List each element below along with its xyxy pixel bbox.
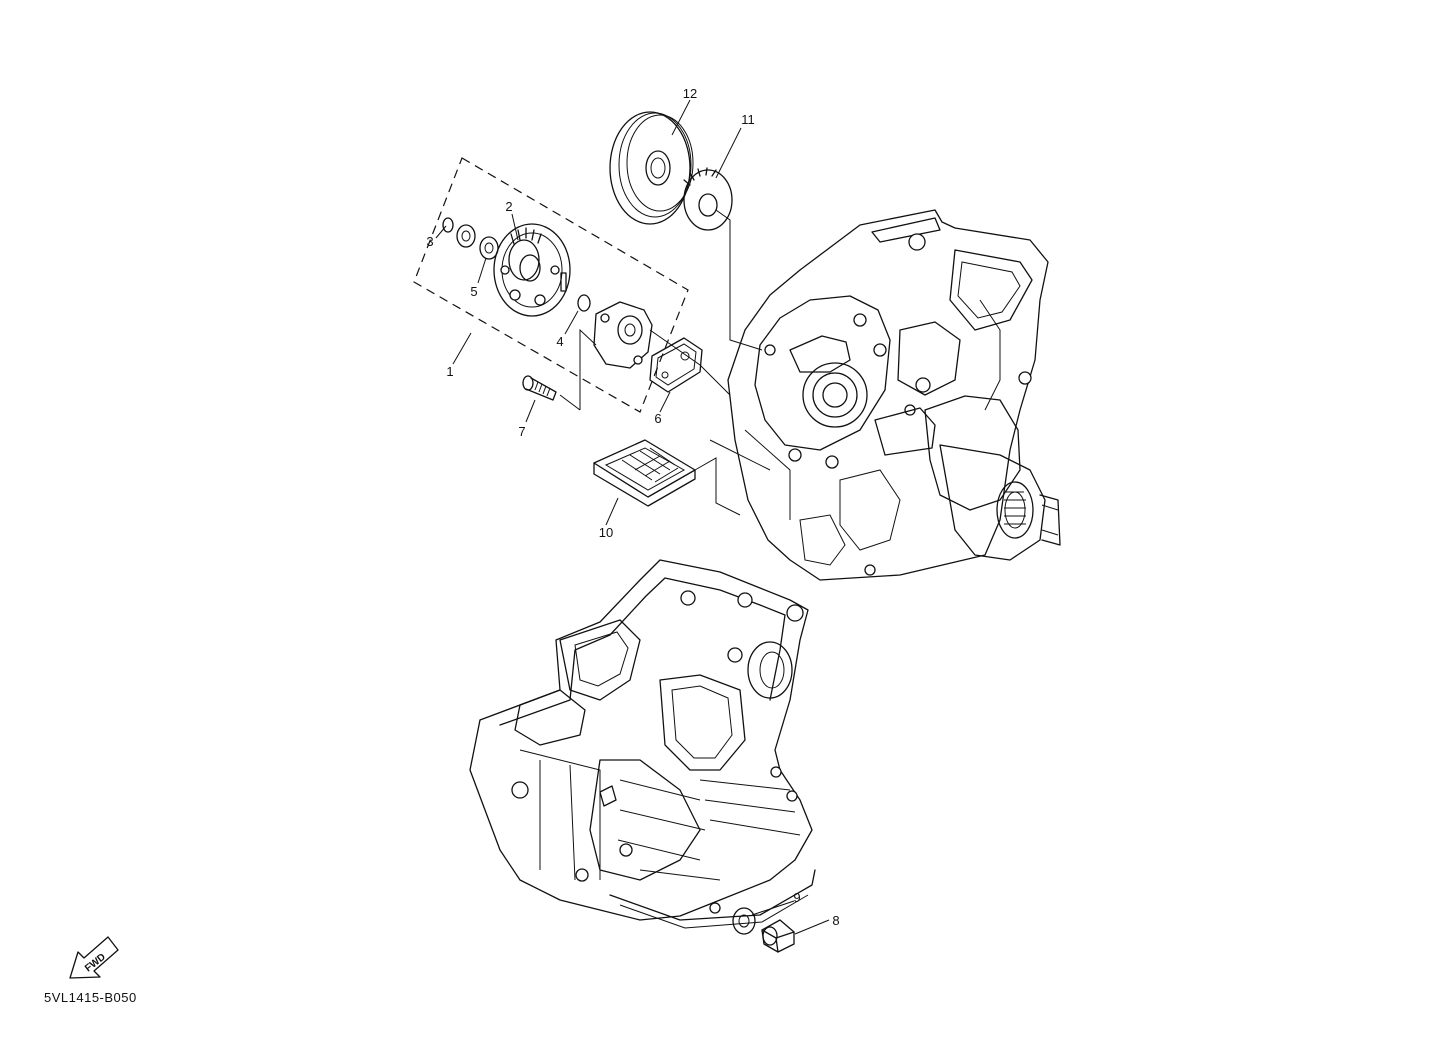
callout-labels: 12 11 2 3 5 4 1 6 7 10 9 8: [426, 86, 839, 928]
callout-6: 6: [654, 411, 661, 426]
fwd-arrow-icon: FWD: [69, 936, 119, 979]
pump-housing: [593, 301, 653, 369]
callout-9: 9: [793, 890, 800, 905]
upper-crankcase: [727, 209, 1061, 581]
callout-3: 3: [426, 234, 433, 249]
callout-5: 5: [470, 284, 477, 299]
callout-1: 1: [446, 364, 453, 379]
dowel-pin: [560, 272, 567, 292]
leader-lines: [435, 99, 830, 935]
lower-crankcase: [469, 559, 816, 929]
callout-4: 4: [556, 334, 563, 349]
gasket-part-6: [649, 337, 703, 393]
oil-pump-assembly-outline: [413, 157, 689, 413]
screw-part-7: [522, 375, 557, 401]
callout-2: 2: [505, 199, 512, 214]
diagram-code: 5VL1415-B050: [44, 990, 137, 1005]
callout-8: 8: [832, 913, 839, 928]
oring-part-4: [577, 294, 591, 312]
callout-7: 7: [518, 424, 525, 439]
callout-10: 10: [599, 525, 613, 540]
cover-part-12: [609, 111, 694, 225]
drain-washer-part-9: [732, 907, 756, 935]
washer-part-5: [456, 224, 499, 260]
callout-12: 12: [683, 86, 697, 101]
drive-gear-part-11: [683, 167, 733, 231]
pump-gear-part-2: [493, 223, 571, 317]
callout-11: 11: [741, 112, 755, 127]
circlip-part-3: [442, 217, 454, 233]
drain-bolt-part-8: [761, 919, 795, 953]
oil-strainer-part-10: [593, 439, 696, 507]
